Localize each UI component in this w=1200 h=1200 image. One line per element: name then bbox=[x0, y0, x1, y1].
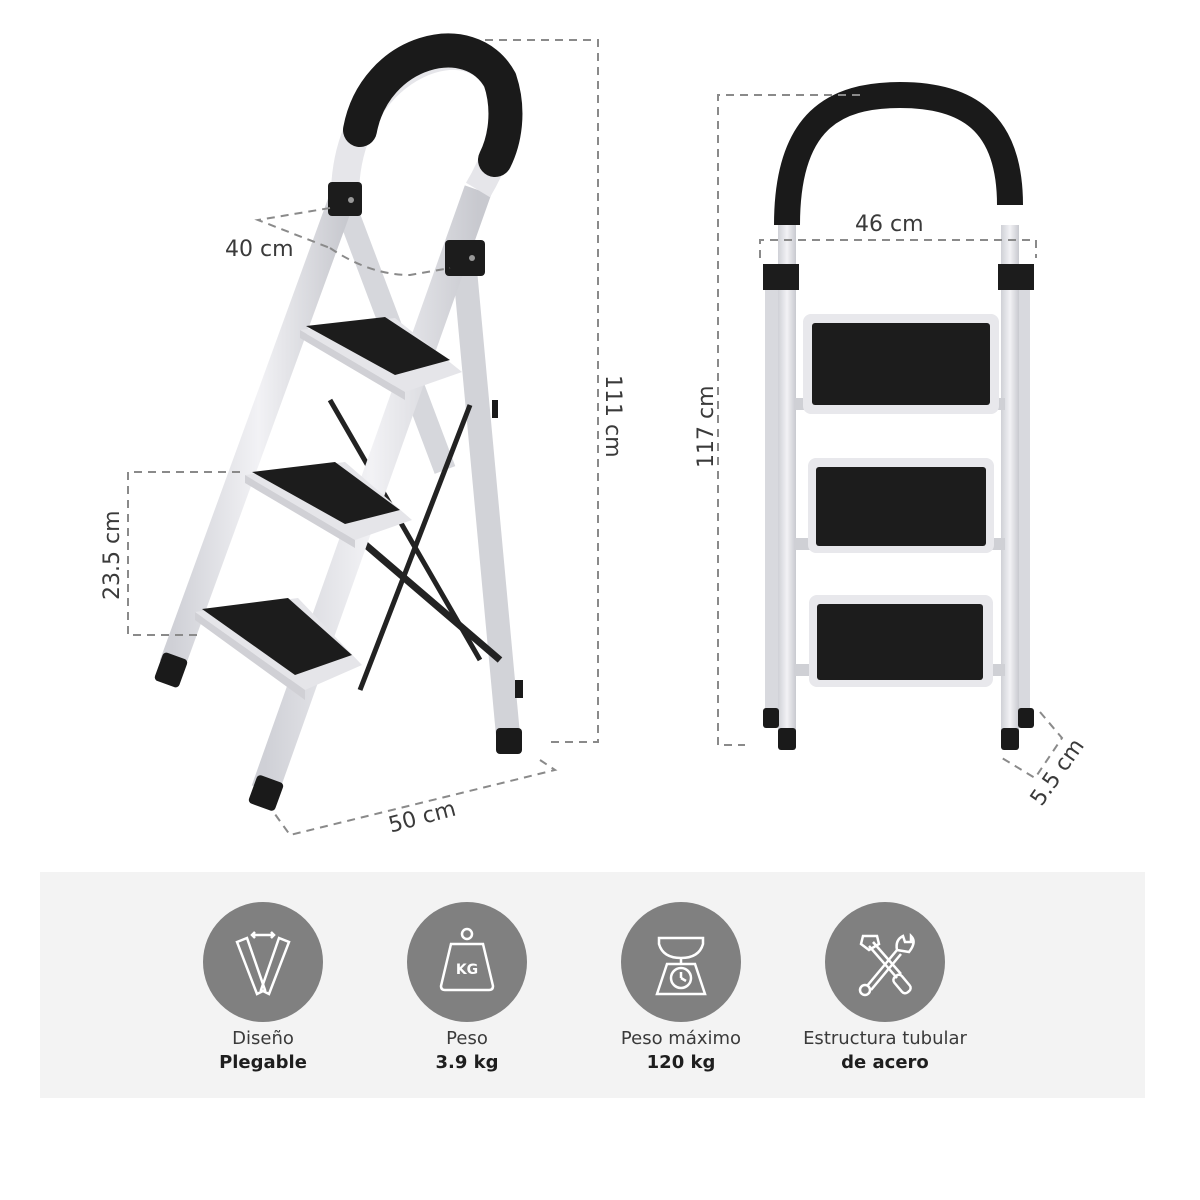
feature-structure-title: Estructura tubular bbox=[803, 1028, 967, 1049]
feature-weight-value: 3.9 kg bbox=[435, 1052, 499, 1073]
front-view-ladder bbox=[763, 81, 1034, 750]
feature-structure-value: de acero bbox=[841, 1052, 929, 1073]
features-panel: Diseño Plegable KG Peso 3.9 kg Peso máxi… bbox=[40, 872, 1145, 1098]
feature-folding-value: Plegable bbox=[219, 1052, 307, 1073]
feature-max-load-value: 120 kg bbox=[646, 1052, 716, 1073]
tools-icon bbox=[825, 902, 945, 1022]
feature-weight: KG Peso 3.9 kg bbox=[367, 872, 567, 1098]
feature-structure: Estructura tubular de acero bbox=[785, 872, 985, 1098]
side-view-ladder bbox=[154, 33, 523, 811]
width-label: 46 cm bbox=[855, 212, 924, 237]
feature-folding-title: Diseño bbox=[232, 1028, 294, 1049]
front-height-label: 117 cm bbox=[694, 385, 719, 468]
feature-max-load-title: Peso máximo bbox=[620, 1028, 742, 1049]
product-illustration: 40 cm 111 cm 23.5 cm 50 cm 46 cm 117 cm … bbox=[100, 33, 1090, 838]
svg-text:KG: KG bbox=[456, 962, 478, 978]
scale-icon bbox=[621, 902, 741, 1022]
step-spacing-label: 23.5 cm bbox=[100, 510, 125, 600]
side-height-label: 111 cm bbox=[600, 375, 625, 458]
ladder-drawings bbox=[127, 33, 1064, 837]
front-view-dimension-lines bbox=[717, 94, 1064, 780]
feature-weight-title: Peso bbox=[446, 1028, 488, 1049]
folding-icon bbox=[203, 902, 323, 1022]
depth-label: 40 cm bbox=[225, 237, 294, 262]
feature-folding: Diseño Plegable bbox=[163, 872, 363, 1098]
feature-max-load: Peso máximo 120 kg bbox=[581, 872, 781, 1098]
kg-weight-icon: KG bbox=[407, 902, 527, 1022]
side-view-dimension-lines bbox=[127, 39, 599, 837]
